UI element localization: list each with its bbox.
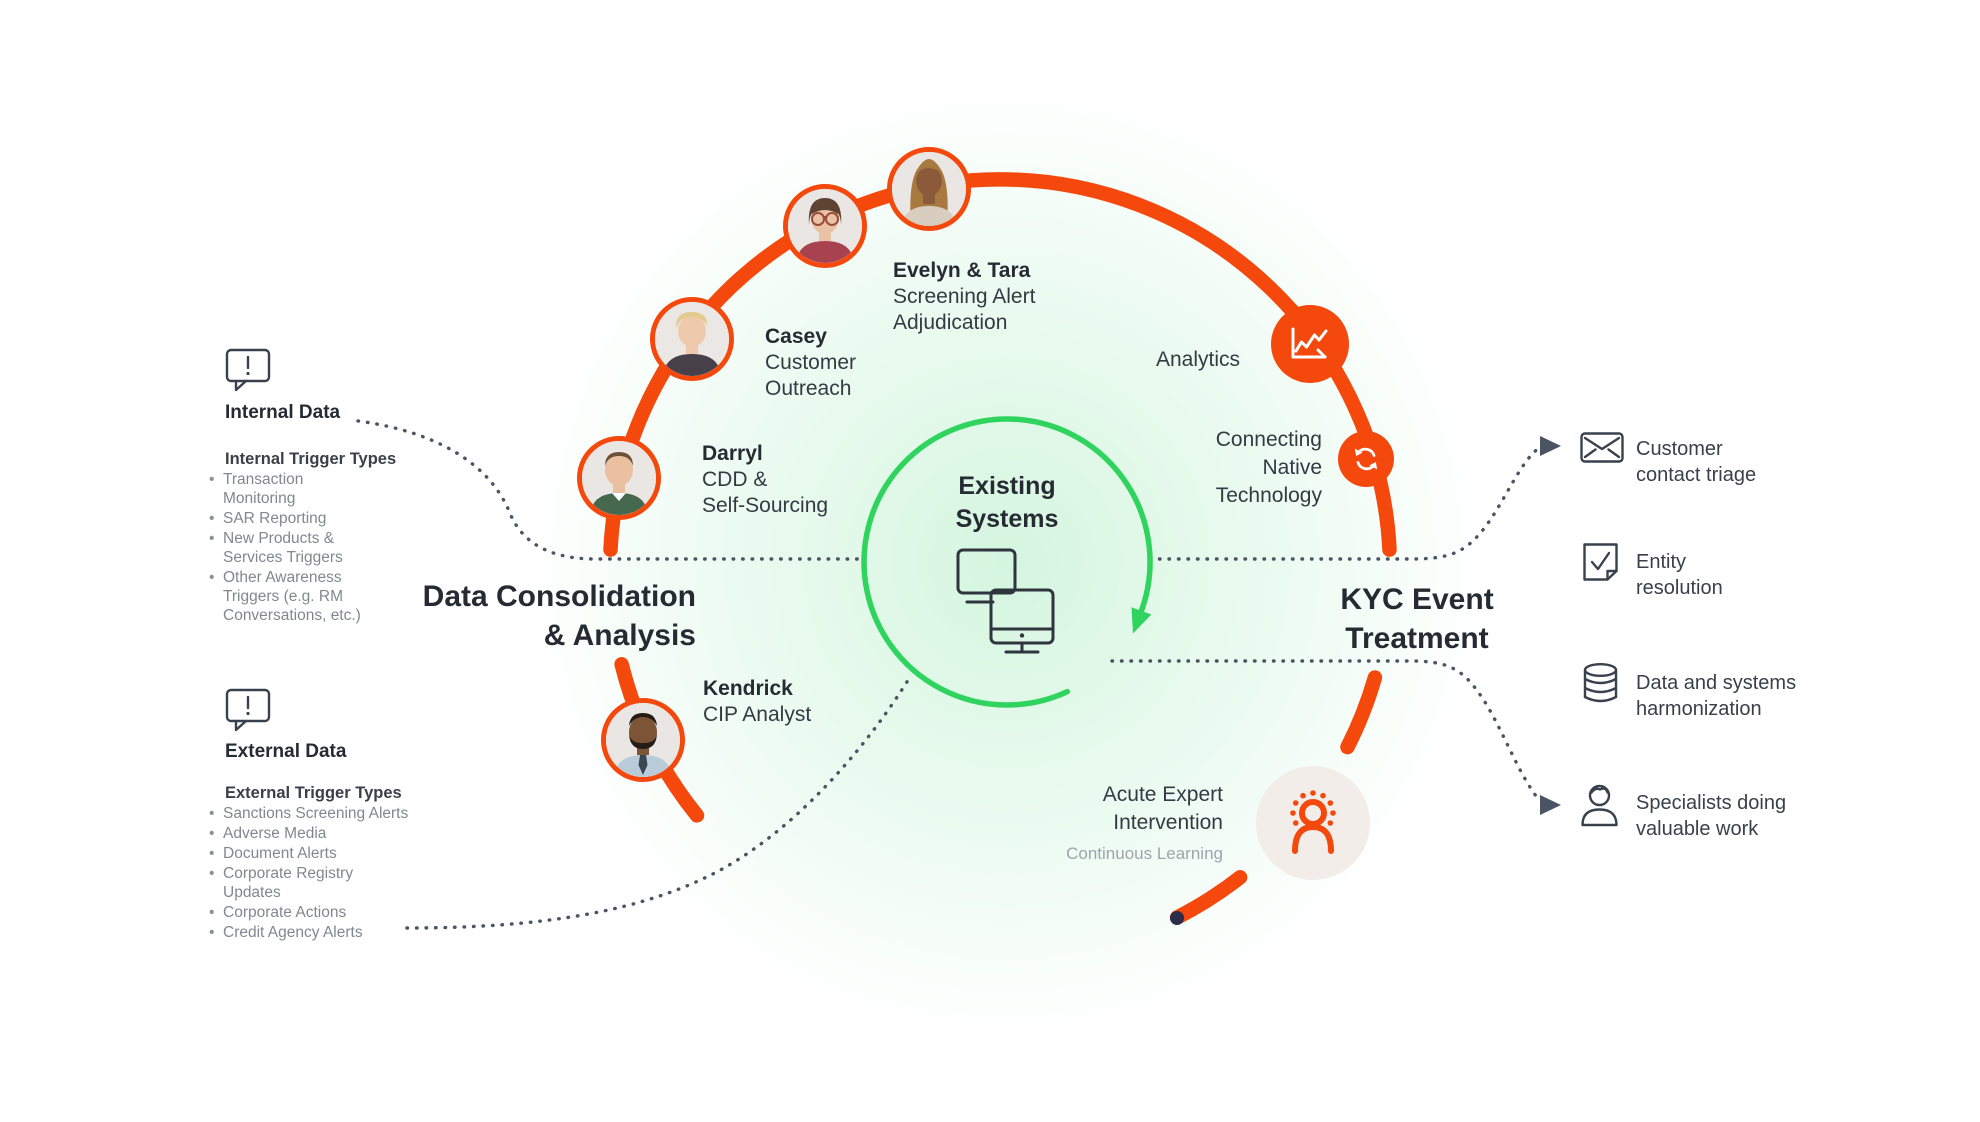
person-name: Darryl (702, 442, 763, 465)
internal-trigger-types-title: Internal Trigger Types (225, 450, 397, 468)
list-item: New Products & Services Triggers (207, 529, 387, 567)
analytics-chart-icon (1291, 327, 1328, 359)
arc-right-segment (1340, 670, 1383, 755)
expert-person-icon (1290, 790, 1336, 854)
envelope-icon (1580, 432, 1624, 463)
connecting-native-technology-label: Connecting Native Technology (1215, 428, 1322, 507)
dotted-systems-to-specialists (1110, 659, 1541, 802)
green-glow (527, 82, 1487, 1042)
list-item: Sanctions Screening Alerts (207, 804, 427, 823)
avatar-kendrick (601, 698, 685, 782)
arc-end-dot (1170, 911, 1184, 925)
acute-expert-intervention-label: Acute Expert Intervention (1102, 783, 1223, 834)
dotted-connectors (356, 419, 1542, 930)
sync-icon (1354, 447, 1378, 471)
label-kendrick: Kendrick CIP Analyst (703, 676, 811, 728)
person-name: Casey (765, 325, 827, 348)
list-item: SAR Reporting (207, 509, 387, 528)
output-customer-contact-triage: Customer contact triage (1636, 438, 1757, 486)
list-item: Corporate Registry Updates (207, 864, 427, 902)
list-item: Adverse Media (207, 824, 427, 843)
label-evelyn-tara: Evelyn & Tara Screening Alert Adjudicati… (893, 258, 1035, 336)
green-loop-arrowhead (1131, 607, 1152, 634)
external-trigger-types-title: External Trigger Types (225, 784, 402, 802)
analytics-node (1271, 305, 1349, 383)
avatar-darryl (577, 436, 661, 520)
person-name: Kendrick (703, 677, 793, 700)
person-role: CIP Analyst (703, 703, 812, 726)
output-entity-resolution: Entity resolution (1636, 551, 1723, 599)
arrowhead-specialists (1540, 795, 1561, 815)
acute-expert-intervention-block: Acute Expert Intervention Continuous Lea… (1018, 781, 1223, 865)
list-item: Other Awareness Triggers (e.g. RM Conver… (207, 568, 387, 625)
list-item: Corporate Actions (207, 903, 427, 922)
document-check-icon (1582, 542, 1619, 582)
list-item: Credit Agency Alerts (207, 923, 427, 942)
external-data-alert-bubble-icon (225, 688, 271, 732)
external-trigger-list: Sanctions Screening Alerts Adverse Media… (207, 804, 427, 943)
arrowhead-contact-triage (1540, 436, 1561, 456)
internal-data-alert-bubble-icon (225, 348, 271, 392)
computers-icon (953, 545, 1057, 661)
external-data-title: External Data (225, 741, 347, 762)
continuous-learning-label: Continuous Learning (1066, 844, 1223, 863)
dotted-systems-to-contact-triage (1148, 445, 1542, 561)
person-role: Customer Outreach (765, 351, 857, 400)
dotted-internal-to-systems (356, 419, 866, 561)
acute-expert-node (1256, 766, 1370, 880)
database-icon (1582, 662, 1619, 705)
avatar-evelyn (783, 184, 867, 268)
person-role: CDD & Self-Sourcing (702, 468, 829, 517)
existing-systems-label: Existing Systems (955, 472, 1059, 533)
avatar-tara (887, 147, 971, 231)
person-name: Evelyn & Tara (893, 259, 1031, 282)
person-icon (1579, 783, 1620, 827)
internal-trigger-list: Transaction Monitoring SAR Reporting New… (207, 470, 387, 626)
internal-data-title: Internal Data (225, 402, 341, 423)
stage-title-kyc-event-treatment: KYC Event Treatment (1340, 583, 1494, 655)
person-role: Screening Alert Adjudication (893, 285, 1036, 334)
analytics-label: Analytics (1155, 348, 1240, 371)
label-casey: Casey Customer Outreach (765, 324, 856, 402)
stage-title-data-consolidation: Data Consolidation & Analysis (422, 580, 696, 652)
output-specialists-valuable-work: Specialists doing valuable work (1636, 792, 1787, 840)
green-loop-arc (861, 416, 1153, 708)
output-data-systems-harmonization: Data and systems harmonization (1636, 672, 1797, 720)
list-item: Document Alerts (207, 844, 427, 863)
list-item: Transaction Monitoring (207, 470, 387, 508)
label-darryl: Darryl CDD & Self-Sourcing (702, 441, 828, 519)
connecting-technology-node (1338, 431, 1394, 487)
green-loop (861, 416, 1153, 708)
avatar-casey (650, 297, 734, 381)
